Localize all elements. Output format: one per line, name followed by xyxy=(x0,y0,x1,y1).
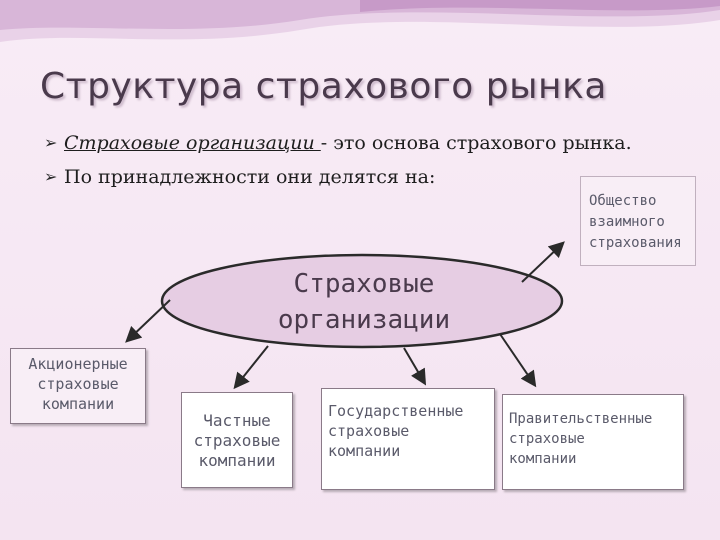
node-pravitelstvennye: Правительственные страховые компании xyxy=(502,394,684,490)
center-label: Страховые организации xyxy=(277,269,451,335)
connector-arrow-gosudarstvennye xyxy=(403,347,427,386)
bullet-item: ➢ Страховые организации - это основа стр… xyxy=(44,130,664,156)
slide-title: Структура страхового рынка xyxy=(40,66,607,107)
connector-arrow-pravitelstvennye xyxy=(499,333,537,388)
bullet-list: ➢ Страховые организации - это основа стр… xyxy=(44,130,664,190)
node-akcionernye: Акционерные страховые компании xyxy=(10,348,146,424)
bullet-item: ➢ По принадлежности они делятся на: xyxy=(44,164,664,190)
connector-arrow-obshchestvo xyxy=(521,241,565,283)
arrow-bullet-icon: ➢ xyxy=(44,167,58,186)
node-chastnye: Частные страховые компании xyxy=(181,392,293,488)
bullet-text: По принадлежности они делятся на: xyxy=(64,166,436,188)
connector-arrow-akcionernye xyxy=(125,299,171,343)
bullet-text: - это основа страхового рынка. xyxy=(320,132,632,154)
header-wave-decoration xyxy=(0,0,720,42)
center-ellipse xyxy=(160,253,564,349)
node-gosudarstvennye: Государственные страховые компании xyxy=(321,388,495,490)
node-obshchestvo: Общество взаимного страхования xyxy=(580,176,696,266)
arrow-bullet-icon: ➢ xyxy=(44,133,58,152)
bullet-term: Страховые организации xyxy=(64,132,321,154)
connector-arrow-chastnye xyxy=(233,345,269,390)
